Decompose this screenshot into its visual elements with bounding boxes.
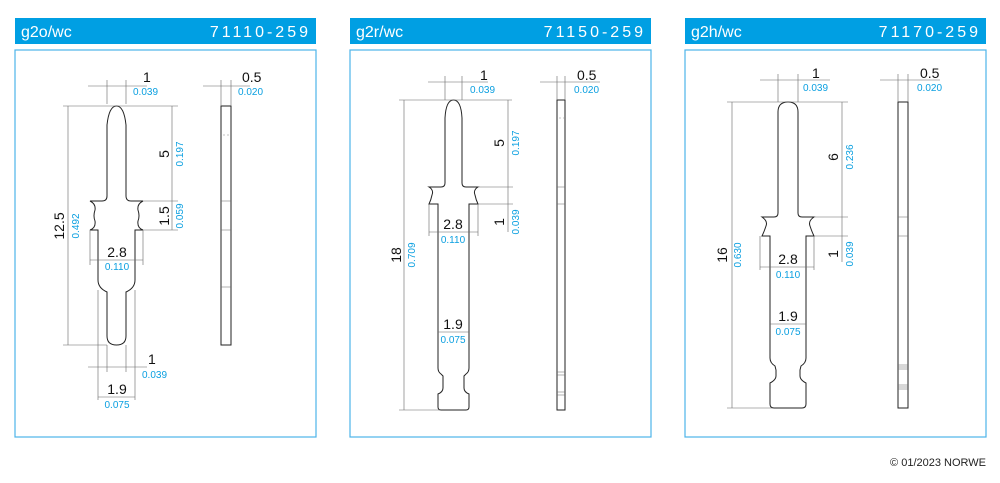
shaft-length: 5	[156, 150, 172, 158]
body-width: 2.8	[443, 216, 463, 232]
tip-width: 1	[143, 69, 151, 85]
pin-side-view	[556, 99, 566, 411]
panel-frame	[684, 49, 987, 438]
panel-title: g2h/wc	[691, 24, 742, 41]
panel-g2r: g2r/wc 71150-259 1 0.039 0.5 0.020 18 0.…	[349, 18, 652, 438]
shaft-length: 6	[825, 153, 841, 161]
thickness: 0.5	[577, 67, 597, 83]
length: 12.5	[51, 212, 67, 239]
thickness-inch: 0.020	[917, 83, 942, 94]
panel-header	[685, 18, 986, 44]
neck-width-inch: 0.075	[440, 335, 465, 346]
pin-front-view	[427, 99, 480, 411]
panel-header	[15, 18, 316, 44]
tip-width-inch: 0.039	[803, 83, 828, 94]
thickness-inch: 0.020	[574, 85, 599, 96]
panel-g2o: g2o/wc 71110-259 1 0.039 0.5 0.020 12.5 …	[14, 18, 317, 438]
pin-front-view	[89, 105, 144, 346]
pin-front-view	[760, 101, 816, 409]
collar-length: 1.5	[156, 206, 172, 226]
tip-width: 1	[812, 65, 820, 81]
pin-side-view	[897, 101, 909, 409]
shaft-length-inch: 0.197	[175, 141, 186, 166]
neck-width-inch: 0.075	[104, 400, 129, 411]
collar-length: 1	[825, 250, 841, 258]
shaft-length: 5	[491, 139, 507, 147]
dimension-lines	[727, 74, 848, 409]
part-number: 71110-259	[210, 24, 311, 41]
panel-frame	[349, 49, 652, 438]
tip-width: 1	[480, 67, 488, 83]
shaft-length-inch: 0.197	[511, 130, 522, 155]
neck-width-inch: 0.075	[775, 327, 800, 338]
dimension-lines	[399, 76, 513, 411]
neck-width: 1.9	[107, 381, 127, 397]
collar-length: 1	[491, 218, 507, 226]
collar-length-inch: 0.039	[511, 209, 522, 234]
thickness: 0.5	[920, 65, 940, 81]
length-inch: 0.630	[733, 242, 744, 267]
panel-frame	[14, 49, 317, 438]
part-number: 71170-259	[879, 24, 981, 41]
tip-width-inch: 0.039	[470, 85, 495, 96]
tip-width-inch: 0.039	[133, 87, 158, 98]
thickness: 0.5	[242, 69, 262, 85]
panel-title: g2o/wc	[21, 24, 72, 41]
body-width: 2.8	[107, 244, 127, 260]
dimension-lines	[63, 80, 178, 400]
collar-length-inch: 0.059	[175, 203, 186, 228]
length: 18	[388, 247, 404, 263]
thickness-inch: 0.020	[238, 87, 263, 98]
pin-side-view	[220, 105, 232, 346]
tail-width: 1	[148, 351, 156, 367]
body-width: 2.8	[778, 251, 798, 267]
panel-g2h: g2h/wc 71170-259 1 0.039 0.5 0.020 16 0.…	[684, 18, 987, 438]
body-width-inch: 0.110	[441, 235, 466, 246]
body-width-inch: 0.110	[776, 270, 801, 281]
part-number: 71150-259	[544, 24, 646, 41]
length-inch: 0.492	[71, 213, 82, 238]
body-width-inch: 0.110	[105, 262, 130, 273]
collar-length-inch: 0.039	[845, 241, 856, 266]
tail-width-inch: 0.039	[142, 370, 167, 381]
length: 16	[714, 247, 730, 263]
neck-width: 1.9	[443, 316, 463, 332]
panel-header	[350, 18, 651, 44]
length-inch: 0.709	[407, 242, 418, 267]
shaft-length-inch: 0.236	[845, 144, 856, 169]
neck-width: 1.9	[778, 308, 798, 324]
panel-title: g2r/wc	[356, 24, 403, 41]
copyright: © 01/2023 NORWE	[890, 457, 986, 469]
